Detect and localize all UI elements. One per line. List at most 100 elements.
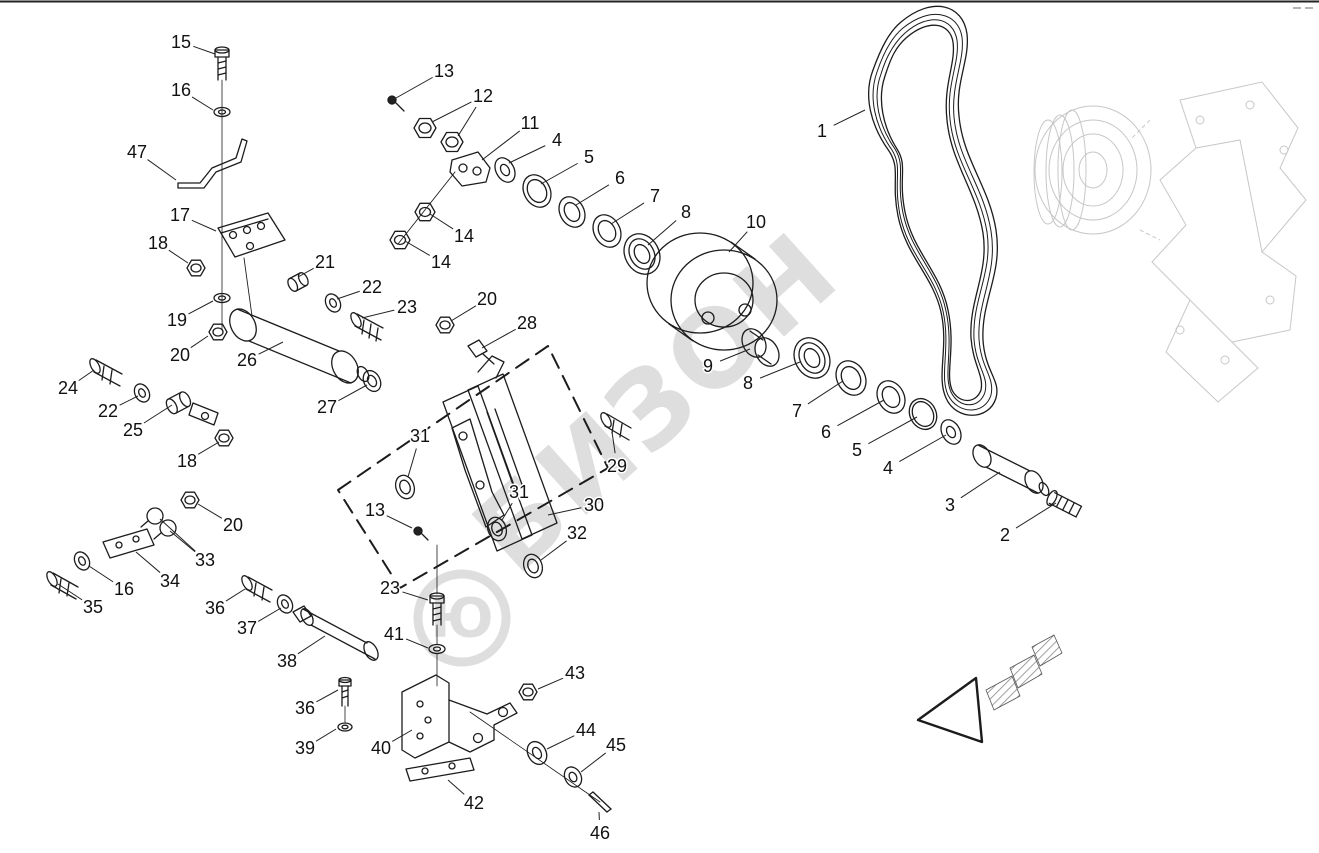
tension-pulley <box>646 232 778 351</box>
callout-label-35: 35 <box>83 597 103 617</box>
callout-leader-12 <box>431 101 472 123</box>
callout-label-10: 10 <box>746 212 766 232</box>
callout-leader-10 <box>728 231 748 253</box>
callout-leader-43 <box>537 677 564 690</box>
callout-leader-18 <box>168 249 189 264</box>
callout-leader-16 <box>191 96 214 111</box>
callout-label-36: 36 <box>205 598 225 618</box>
top-fasteners <box>387 95 491 250</box>
callout-label-8: 8 <box>681 202 691 222</box>
tension-bracket-group <box>337 345 632 595</box>
callout-label-32: 32 <box>567 523 587 543</box>
callout-leader-8 <box>759 361 801 379</box>
callout-label-11: 11 <box>521 113 540 133</box>
callout-label-42: 42 <box>464 793 484 813</box>
callout-leader-37 <box>257 607 282 622</box>
callout-label-38: 38 <box>277 651 297 671</box>
direction-arrow <box>916 634 1063 744</box>
callout-label-28: 28 <box>517 313 537 333</box>
callout-leader-6 <box>837 399 885 427</box>
callout-leader-11 <box>481 130 521 161</box>
watermark-logo-circle <box>413 569 511 667</box>
callout-label-5: 5 <box>852 440 862 460</box>
callout-label-12: 12 <box>473 86 493 106</box>
callout-label-17: 17 <box>170 205 190 225</box>
callout-label-31: 31 <box>410 426 430 446</box>
callout-leader-42 <box>447 779 465 795</box>
callout-leader-29 <box>611 431 616 454</box>
callout-leader-3 <box>960 471 1001 499</box>
callout-label-47: 47 <box>127 142 147 162</box>
callout-leader-19 <box>188 300 214 315</box>
callout-leader-41 <box>405 638 429 649</box>
callout-leader-33 <box>159 518 196 552</box>
callout-leader-34 <box>135 551 161 573</box>
callout-leader-36 <box>316 689 339 703</box>
callout-leader-13 <box>386 515 413 529</box>
callout-leader-25 <box>143 404 173 424</box>
callout-leader-47 <box>147 159 177 181</box>
callout-label-5: 5 <box>584 147 594 167</box>
bearing-washer-stack-lower <box>741 328 962 445</box>
callout-leader-31 <box>407 448 417 478</box>
callout-label-26: 26 <box>237 350 257 370</box>
callout-label-20: 20 <box>477 289 497 309</box>
callout-label-4: 4 <box>883 458 893 478</box>
callout-leader-20 <box>190 335 209 349</box>
callout-label-22: 22 <box>98 401 118 421</box>
callout-leader-4 <box>899 434 947 463</box>
callout-label-20: 20 <box>170 345 190 365</box>
callout-leader-4 <box>508 145 546 164</box>
callout-leader-32 <box>540 540 567 561</box>
callout-label-15: 15 <box>171 32 191 52</box>
lower-bracket-group <box>241 575 612 813</box>
callout-leader-24 <box>78 369 95 382</box>
callout-leader-23 <box>361 309 395 319</box>
callout-label-34: 34 <box>160 571 180 591</box>
callout-leader-7 <box>610 202 645 225</box>
callout-label-13: 13 <box>434 61 454 81</box>
callout-leader-14 <box>429 213 454 230</box>
callout-leader-20 <box>197 503 223 519</box>
spacer-tube-group <box>89 272 495 447</box>
lower-clamp-group <box>46 491 200 600</box>
callout-label-4: 4 <box>552 130 562 150</box>
callout-label-33: 33 <box>195 550 215 570</box>
callout-label-30: 30 <box>584 495 604 515</box>
callout-label-39: 39 <box>295 738 315 758</box>
callout-leader-1 <box>833 109 866 126</box>
callout-leader-22 <box>119 395 139 406</box>
callout-label-37: 37 <box>237 618 257 638</box>
callout-label-13: 13 <box>365 500 385 520</box>
callout-label-3: 3 <box>945 495 955 515</box>
callout-label-7: 7 <box>792 401 802 421</box>
left-fasteners <box>177 46 286 341</box>
callout-label-2: 2 <box>1000 525 1010 545</box>
callout-leader-5 <box>868 416 918 445</box>
callout-label-46: 46 <box>590 823 610 843</box>
callout-leader-18 <box>197 441 220 455</box>
callout-label-40: 40 <box>371 738 391 758</box>
v-belt <box>867 5 998 416</box>
callout-leader-35 <box>57 583 83 601</box>
ghost-machine <box>1033 81 1307 403</box>
callout-leader-30 <box>547 507 582 516</box>
callout-leader-2 <box>1015 502 1057 529</box>
callout-label-14: 14 <box>431 252 451 272</box>
callout-leader-23 <box>402 591 429 601</box>
bearing-washer-stack-upper <box>494 157 661 275</box>
callout-leader-17 <box>191 219 217 232</box>
callout-leader-20 <box>450 305 477 322</box>
callout-label-31: 31 <box>509 482 529 502</box>
callout-label-7: 7 <box>650 186 660 206</box>
callout-leader-21 <box>297 267 314 278</box>
callout-label-36: 36 <box>295 698 315 718</box>
callout-label-21: 21 <box>315 252 335 272</box>
callout-label-23: 23 <box>380 578 400 598</box>
callout-label-45: 45 <box>606 735 626 755</box>
callout-leader-33 <box>169 530 196 553</box>
callout-label-16: 16 <box>114 579 134 599</box>
callout-label-8: 8 <box>743 373 753 393</box>
callout-label-18: 18 <box>177 451 197 471</box>
callout-leader-26 <box>258 341 284 355</box>
